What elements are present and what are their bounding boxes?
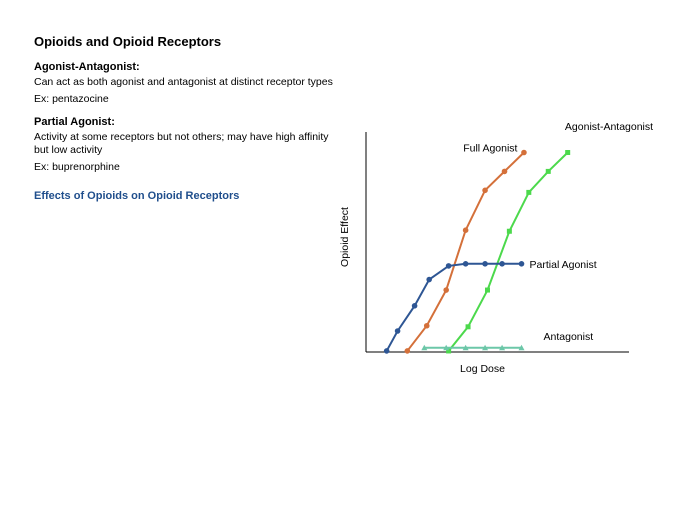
- section-heading: Agonist-Antagonist:: [34, 61, 140, 73]
- data-point-antagonist: [518, 344, 525, 351]
- data-point-full-agonist: [462, 227, 469, 233]
- section-heading: Partial Agonist:: [34, 115, 115, 128]
- data-point-partial-agonist: [462, 261, 469, 267]
- series-label-antagonist: Antagonist: [544, 331, 594, 343]
- text-column: Opioids and Opioid Receptors Agonist-Ant…: [34, 34, 334, 204]
- data-point-full-agonist: [443, 287, 449, 293]
- data-point-partial-agonist: [518, 261, 525, 267]
- effects-link[interactable]: Effects of Opioids on Opioid Receptors: [34, 189, 240, 202]
- data-point-antagonist: [482, 344, 489, 351]
- data-point-full-agonist: [423, 322, 430, 329]
- data-point-agonist-antagonist: [446, 348, 452, 354]
- section-example: Ex: buprenorphine: [34, 160, 120, 173]
- data-point-agonist-antagonist: [506, 228, 512, 234]
- section-agonist-antagonist: Agonist-Antagonist: Can act as both agon…: [34, 61, 334, 106]
- data-point-agonist-antagonist: [485, 287, 490, 293]
- series-label-partial-agonist: Partial Agonist: [530, 259, 597, 271]
- page-title: Opioids and Opioid Receptors: [34, 34, 222, 49]
- data-point-antagonist: [443, 344, 450, 351]
- y-axis-label: Opioid Effect: [339, 207, 351, 267]
- section-body: Activity at some receptors but not other…: [34, 130, 329, 157]
- data-point-agonist-antagonist: [465, 324, 471, 330]
- data-point-partial-agonist: [499, 261, 505, 267]
- data-point-agonist-antagonist: [545, 168, 551, 174]
- series-line-full-agonist: [406, 151, 525, 352]
- data-point-antagonist: [421, 344, 428, 351]
- series-line-partial-agonist: [385, 262, 522, 352]
- data-point-full-agonist: [404, 348, 411, 354]
- section-example: Ex: pentazocine: [34, 92, 109, 105]
- series-label-full-agonist: Full Agonist: [463, 143, 517, 155]
- section-partial-agonist: Partial Agonist: Activity at some recept…: [34, 116, 334, 174]
- section-body: Can act as both agonist and antagonist a…: [34, 76, 333, 88]
- data-point-partial-agonist: [482, 261, 488, 267]
- series-layer: [383, 149, 571, 354]
- data-point-partial-agonist: [383, 348, 390, 354]
- data-point-full-agonist: [501, 168, 508, 175]
- data-point-antagonist: [462, 344, 469, 351]
- series-line-agonist-antagonist: [447, 151, 569, 352]
- data-point-full-agonist: [521, 149, 527, 156]
- data-point-agonist-antagonist: [526, 189, 532, 195]
- data-point-partial-agonist: [411, 303, 418, 309]
- data-point-agonist-antagonist: [565, 150, 571, 155]
- data-point-partial-agonist: [445, 263, 452, 269]
- data-point-partial-agonist: [426, 276, 432, 283]
- data-point-partial-agonist: [394, 328, 401, 334]
- data-point-antagonist: [499, 344, 506, 351]
- x-axis-label: Log Dose: [460, 363, 505, 375]
- data-point-full-agonist: [482, 187, 488, 194]
- series-label-agonist-antagonist: Agonist-Antagonist: [565, 121, 653, 133]
